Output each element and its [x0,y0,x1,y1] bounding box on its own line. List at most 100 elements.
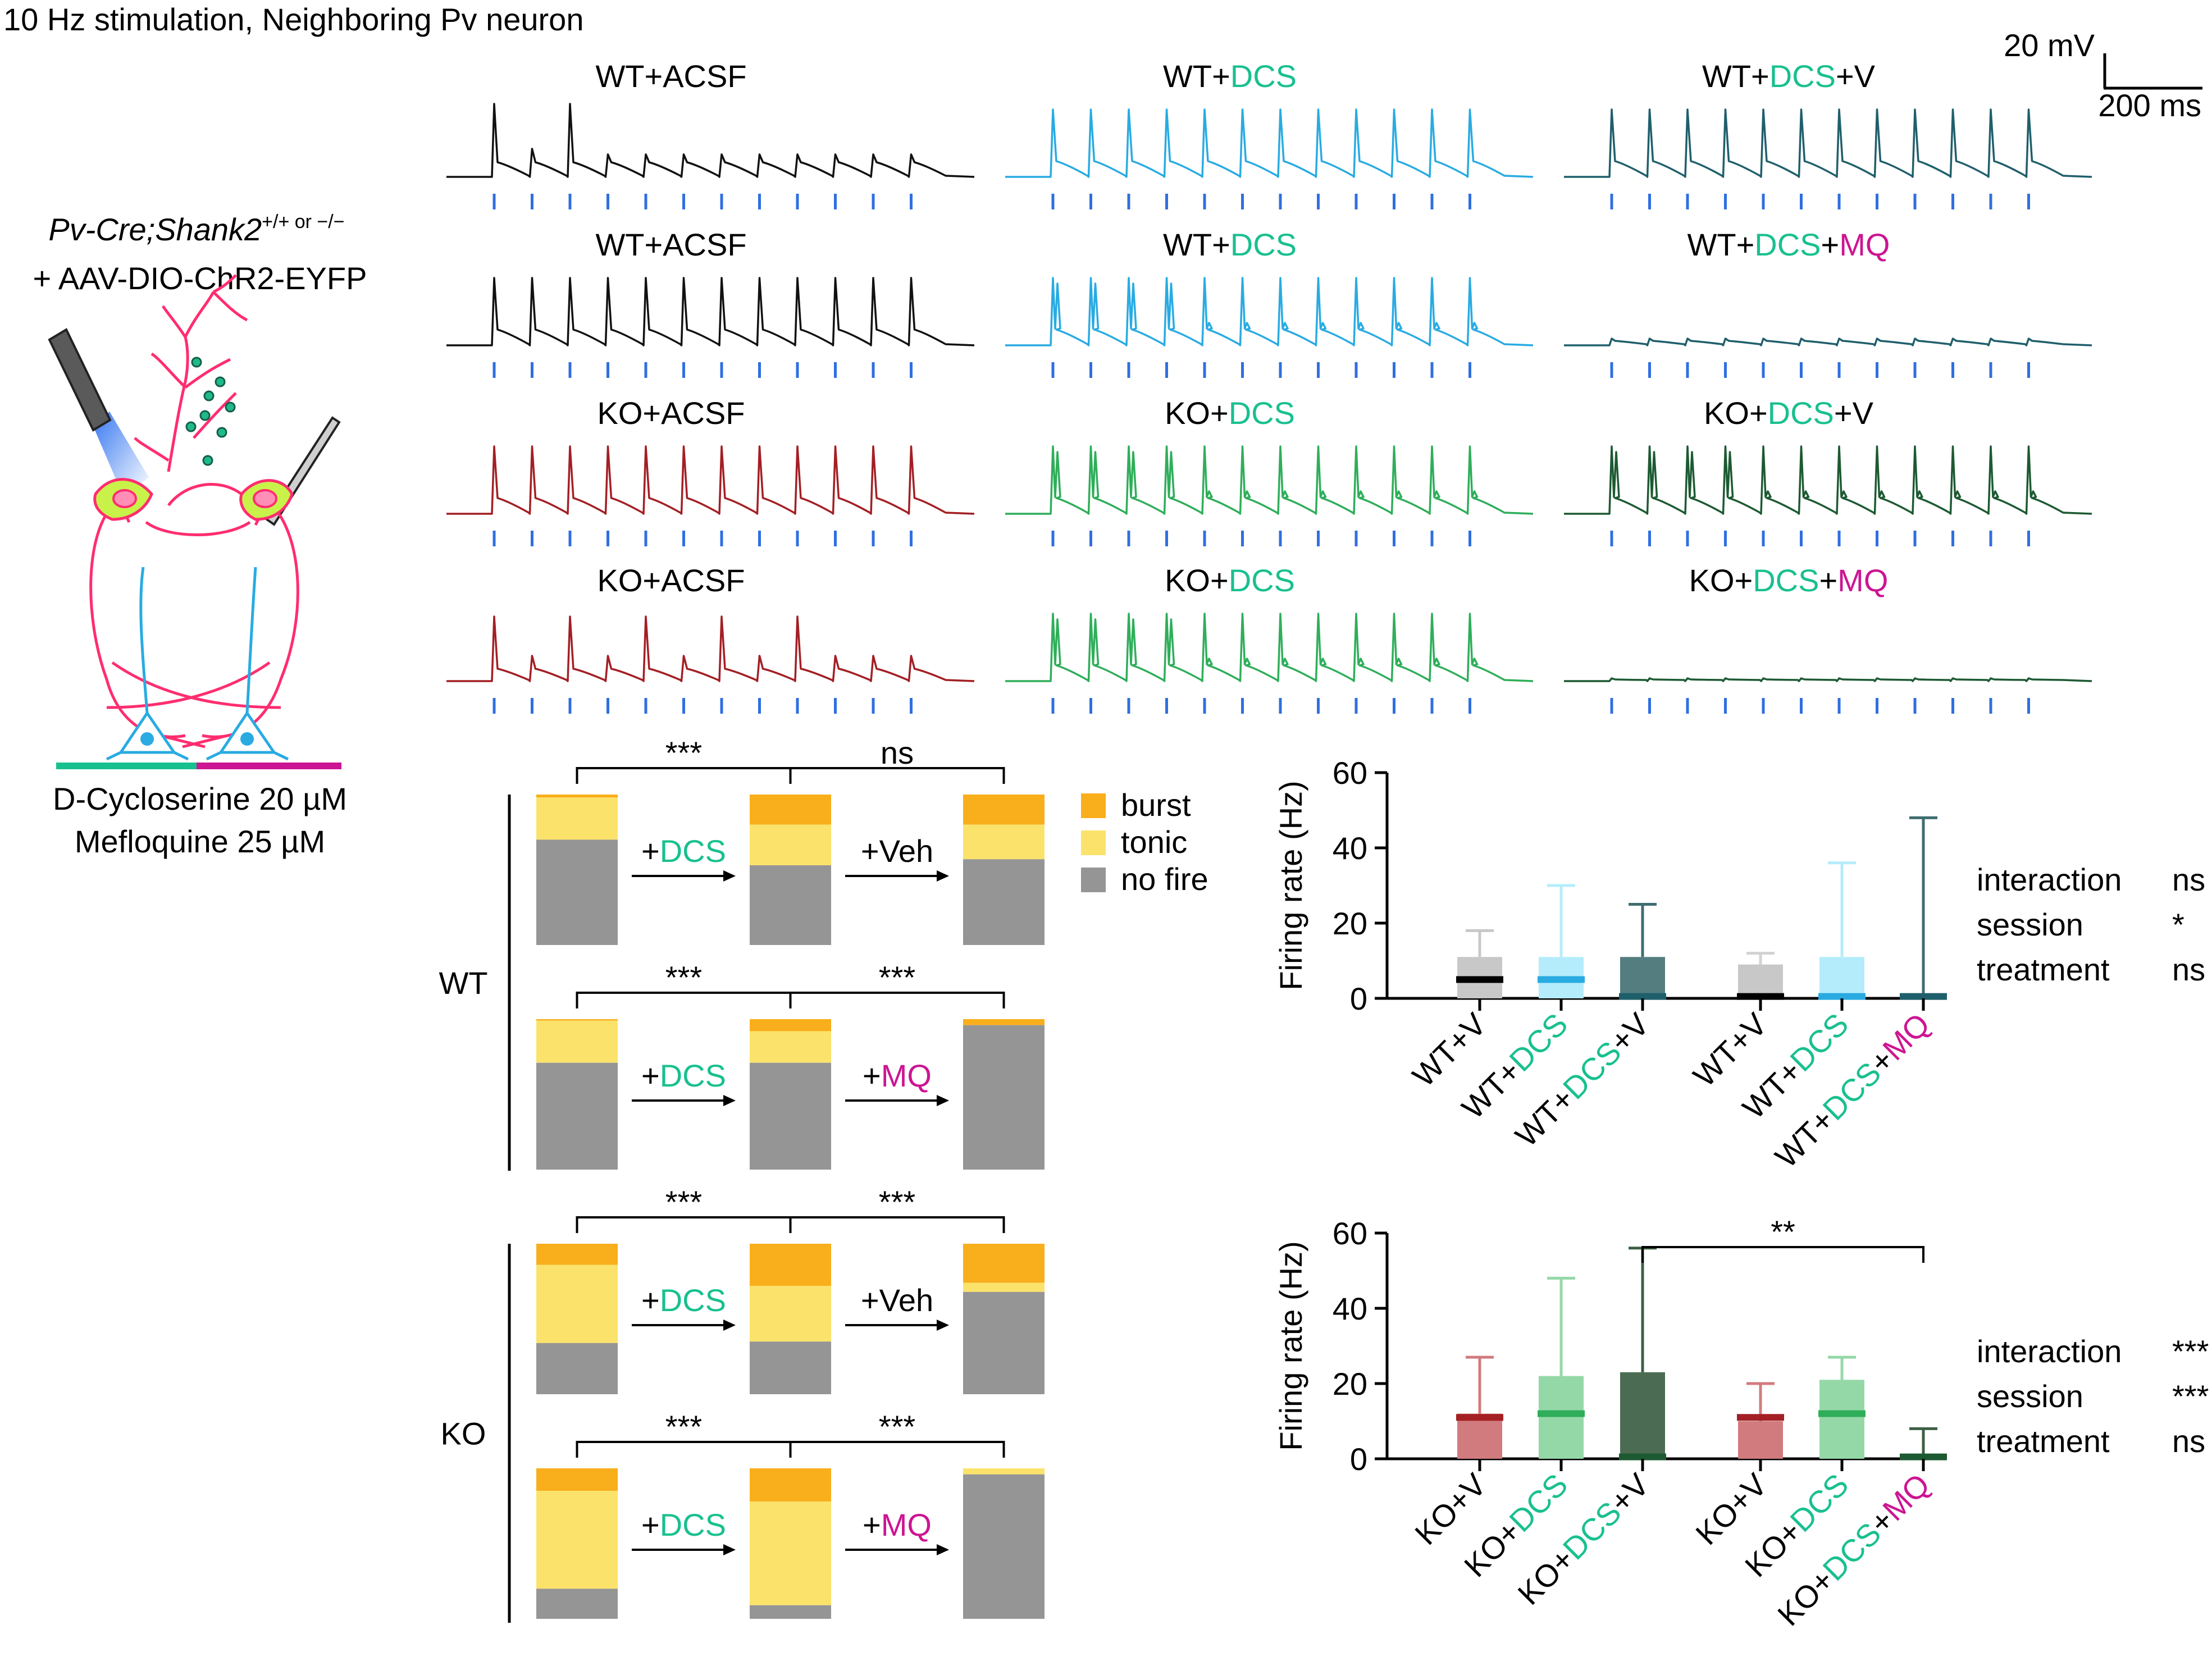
trace-line [1564,337,2092,346]
trace-title-part: +V [1834,395,1874,431]
stacked-segment-nofire [750,1062,831,1170]
median-line [1619,993,1666,1000]
step-arrow-head [937,1544,949,1555]
stacked-segment-tonic [750,1031,831,1063]
step-label-part: DCS [660,1282,726,1318]
trace-panel: KO+DCS+V [1564,395,2092,546]
significance-label: *** [879,960,915,995]
bar [1738,1421,1783,1459]
significance-bracket [789,1441,1005,1458]
group-label: WT [439,965,487,1001]
trace-line [1564,677,2092,682]
legend-swatch-burst [1081,793,1106,818]
step-label-part: +Veh [861,1282,933,1318]
stacked-segment-burst [750,1019,831,1031]
step-label: +DCS [641,1507,726,1542]
stacked-segment-burst [536,1019,618,1021]
step-label-part: DCS [660,1058,726,1093]
trace-title-part: KO+ [1165,563,1229,598]
stacked-segment-nofire [963,1474,1045,1619]
trace-panel: WT+DCS [1005,58,1534,209]
bar [1620,1372,1665,1459]
trace-title-part: KO+ACSF [598,563,745,598]
stacked-segment-tonic [750,1286,831,1342]
stacked-segment-nofire [536,1343,618,1394]
median-line [1538,1410,1585,1417]
stacked-group: ******+DCS+Veh [536,1184,1045,1394]
stacked-segment-tonic [536,797,618,840]
trace-panel: WT+DCS+V [1564,58,2092,209]
light-beam-icon [93,412,149,497]
median-line [1900,993,1947,1000]
significance-label: ns [881,735,914,770]
stacked-segment-nofire [963,1291,1045,1394]
step-label: +DCS [641,1058,726,1093]
trace-title: KO+DCS [1165,395,1295,431]
trace-line [446,103,975,178]
trace-title: KO+DCS+MQ [1689,563,1889,598]
median-line [1900,1453,1947,1460]
bar [1620,957,1665,998]
median-line [1737,993,1784,1000]
legend-label: tonic [1121,824,1187,860]
step-label: +MQ [863,1058,932,1093]
step-label: +MQ [863,1507,932,1542]
trace-title: WT+DCS+MQ [1687,227,1890,262]
median-line [1818,1410,1866,1417]
trace-line [446,445,975,515]
y-tick-label: 0 [1350,1441,1367,1477]
trace-title: WT+DCS+V [1702,58,1876,94]
step-arrow-head [937,1320,949,1331]
group-label: KO [441,1416,486,1451]
trace-title: WT+ACSF [595,58,746,94]
trace-line [446,277,975,346]
trace-title: KO+ACSF [598,395,745,431]
legend-swatch-tonic [1081,830,1106,855]
median-line [1818,993,1866,1000]
bar [1539,1376,1584,1459]
median-line [1538,976,1585,983]
stacked-segment-nofire [750,865,831,945]
scale-bar-time: 200 ms [2098,88,2201,123]
trace-title-part: +V [1836,58,1876,94]
median-line [1456,976,1503,983]
median-line [1619,1453,1666,1460]
step-label-part: + [641,1058,660,1093]
stacked-segment-burst [750,795,831,825]
y-axis-label: Firing rate (Hz) [1273,780,1308,990]
step-label: +Veh [861,1282,933,1318]
significance-bracket [576,767,792,784]
trace-title-part: DCS [1753,563,1819,598]
trace-panel: WT+ACSF [446,227,975,378]
stacked-segment-tonic [750,1501,831,1605]
step-label-part: + [863,1507,881,1542]
trace-title-part: + [1819,563,1837,598]
stacked-segment-nofire [963,859,1045,945]
step-arrow-head [723,1320,736,1331]
trace-title: KO+DCS+V [1704,395,1874,431]
trace-title: KO+ACSF [598,563,745,598]
trace-title-part: WT+ [1163,58,1230,94]
stat-name: session [1977,907,2083,942]
trace-title-part: DCS [1229,395,1295,431]
trace-title-part: WT+ACSF [595,58,746,94]
bar [1819,957,1864,998]
significance-bracket [576,1441,792,1458]
schematic: Pv-Cre;Shank2+/+ or −/− + AAV-DIO-ChR2-E… [33,211,367,859]
trace-panel: KO+DCS [1005,563,1534,714]
dcs-bar [56,763,197,769]
synapse-marks-icon [185,357,236,466]
significance-bracket [789,1216,1005,1233]
trace-title-part: KO+ACSF [598,395,745,431]
median-line [1737,1414,1784,1421]
bar [1819,1380,1864,1459]
pyramidal-neurons-icon [106,567,289,761]
trace-title-part: DCS [1769,58,1836,94]
stacked-segment-tonic [536,1265,618,1343]
stacked-segment-burst [750,1244,831,1286]
trace-title-part: WT+ [1702,58,1769,94]
bar [1457,1413,1502,1459]
y-tick-label: 20 [1333,906,1367,941]
stat-value: ns [2172,862,2205,897]
schematic-virus: + AAV-DIO-ChR2-EYFP [33,261,367,296]
